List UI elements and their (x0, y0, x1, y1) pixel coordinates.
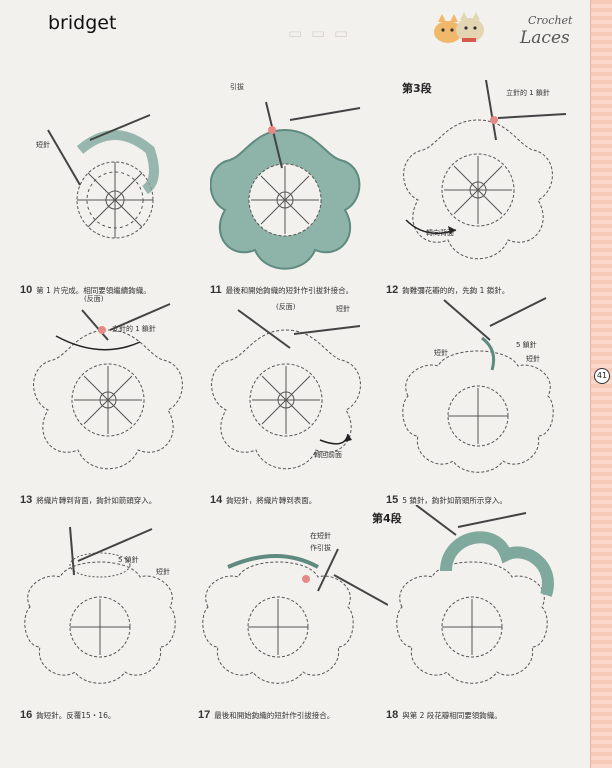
step-17-label-1: 在短針 (310, 532, 331, 540)
step-13-number: 13 (20, 494, 33, 506)
step-16-text: 鉤短針。反覆15・16。 (36, 711, 116, 720)
step-15-text: 5 鎖針，鉤針如箭頭所示穿入。 (402, 496, 507, 505)
step-14-number: 14 (210, 494, 223, 506)
step-12-label-2: 轉向背面 (426, 229, 454, 237)
step-11-number: 11 (210, 284, 222, 296)
round4-label: 第4段 (372, 512, 402, 525)
step-14-label-3: 轉回前面 (314, 451, 342, 459)
step-13-label-2: 立針的 1 鎖針 (112, 325, 156, 333)
page-edge-decoration (590, 0, 612, 768)
step-11-diagram (210, 101, 361, 270)
step-13-text: 將織片轉到背面，鉤針如箭頭穿入。 (36, 496, 157, 505)
step-13-label-1: (反面) (84, 295, 104, 303)
step-13-diagram (33, 303, 183, 470)
page-number: 41 (594, 368, 610, 384)
step-11-label-1: 引拔 (230, 83, 244, 91)
step-16-diagram (24, 526, 176, 684)
step-10-text: 第 1 片完成。相同要領繼續鉤織。 (36, 286, 151, 295)
step-17-diagram (202, 548, 388, 684)
step-12-text: 鉤難彌花瓣的的，先鉤 1 鎖針。 (402, 286, 510, 295)
step-17-label-2: 作引拔 (310, 544, 331, 552)
step-14-label-2: 短針 (336, 305, 350, 313)
step-14-diagram (211, 309, 361, 470)
step-18-number: 18 (386, 709, 399, 721)
brand-title: bridget (48, 12, 117, 34)
logo-line1: Crochet (528, 14, 573, 27)
ghost-heading-decoration: ▭ ▭ ▭ (288, 24, 351, 42)
step-15-label-1: 短針 (434, 349, 448, 357)
step-10-number: 10 (20, 284, 33, 296)
step-16-number: 16 (20, 709, 33, 721)
step-11-text: 最後和開始鉤織的短針作引拔針接合。 (225, 286, 354, 295)
step-14-text: 鉤短針，將織片轉到表面。 (226, 496, 317, 505)
step-16-label-1: 5 鎖針 (118, 556, 139, 564)
step-18-text: 與第 2 段花瓣相同要領鉤織。 (402, 711, 502, 720)
step-12-label-1: 立針的 1 鎖針 (506, 89, 550, 97)
step-17-number: 17 (198, 709, 211, 721)
step-14-label-1: (反面) (276, 303, 296, 311)
step-18-diagram (396, 505, 554, 684)
step-15-number: 15 (386, 494, 399, 506)
cat-logo-icon (434, 12, 484, 43)
step-12-number: 12 (386, 284, 399, 296)
logo-line2: Laces (520, 28, 570, 48)
step-16-label-2: 短針 (156, 568, 170, 576)
crochet-laces-logo: Crochet Laces (430, 8, 590, 52)
step-10-diagram (47, 114, 159, 239)
step-12-diagram (403, 80, 567, 260)
step-15-label-3: 短針 (526, 355, 540, 363)
step-15-label-2: 5 鎖針 (516, 341, 537, 349)
round3-label: 第3段 (402, 82, 432, 95)
step-15-diagram (402, 297, 554, 473)
step-10-label-1: 短針 (36, 141, 50, 149)
step-17-text: 最後和開始鉤織的短針作引拔接合。 (214, 711, 335, 720)
